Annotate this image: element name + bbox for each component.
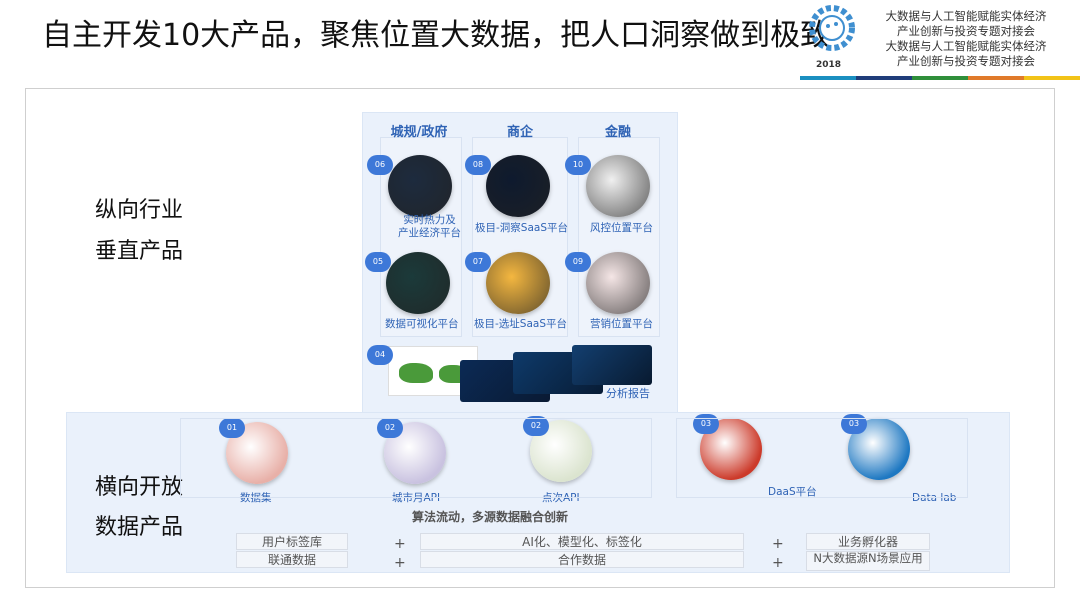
row-cell: AI化、模型化、标签化 bbox=[420, 533, 744, 550]
product-caption: 分析报告 bbox=[606, 387, 650, 400]
product-thumbnail[interactable] bbox=[486, 252, 550, 314]
plus-sign: + bbox=[772, 555, 784, 571]
product-thumbnail[interactable] bbox=[486, 155, 550, 217]
row-cell: 联通数据 bbox=[236, 551, 348, 568]
page-title: 自主开发10大产品，聚焦位置大数据，把人口洞察做到极致 bbox=[42, 18, 831, 53]
number-badge: 02 bbox=[377, 418, 403, 438]
product-caption: 数据可视化平台 bbox=[385, 318, 459, 330]
product-caption: Data lab bbox=[912, 492, 957, 504]
product-caption: 城市月API bbox=[392, 492, 441, 504]
product-caption: 营销位置平台 bbox=[590, 318, 653, 330]
product-thumbnail[interactable] bbox=[386, 252, 450, 314]
header-line: 产业创新与投资专题对接会 bbox=[897, 54, 1035, 68]
header-line: 大数据与人工智能赋能实体经济 bbox=[885, 9, 1047, 23]
headline: 算法流动，多源数据融合创新 bbox=[411, 510, 568, 524]
horizontal-label: 横向开放 bbox=[95, 475, 184, 500]
product-thumbnail[interactable] bbox=[586, 252, 650, 314]
header-line: 大数据与人工智能赋能实体经济 bbox=[885, 39, 1047, 53]
number-badge: 03 bbox=[841, 414, 867, 434]
number-badge: 07 bbox=[465, 252, 491, 272]
product-caption: DaaS平台 bbox=[768, 486, 817, 498]
vertical-label: 垂直产品 bbox=[95, 239, 184, 264]
plus-sign: + bbox=[394, 536, 406, 552]
product-thumbnail[interactable] bbox=[388, 155, 452, 217]
product-caption: 点次API bbox=[542, 492, 580, 504]
column-header: 商企 bbox=[506, 125, 533, 140]
number-badge: 10 bbox=[565, 155, 591, 175]
number-badge: 05 bbox=[365, 252, 391, 272]
number-badge: 04 bbox=[367, 345, 393, 365]
conference-logo: 2018 bbox=[802, 2, 862, 76]
row-cell: N大数据源N场景应用 bbox=[806, 551, 930, 571]
number-badge: 08 bbox=[465, 155, 491, 175]
logo-year: 2018 bbox=[816, 60, 842, 70]
section-box bbox=[676, 418, 968, 498]
horizontal-label: 数据产品 bbox=[95, 515, 184, 540]
plus-sign: + bbox=[394, 555, 406, 571]
row-cell: 合作数据 bbox=[420, 551, 744, 568]
header-line: 产业创新与投资专题对接会 bbox=[897, 24, 1035, 38]
row-cell: 业务孵化器 bbox=[806, 533, 930, 550]
product-caption: 数据集 bbox=[240, 492, 272, 504]
product-caption: 风控位置平台 bbox=[590, 222, 653, 234]
number-badge: 03 bbox=[693, 414, 719, 434]
color-bar bbox=[800, 76, 1080, 80]
product-thumbnail[interactable] bbox=[586, 155, 650, 217]
column-header: 金融 bbox=[604, 125, 631, 140]
section-box bbox=[180, 418, 652, 498]
number-badge: 01 bbox=[219, 418, 245, 438]
product-caption: 实时热力及 产业经济平台 bbox=[398, 214, 461, 239]
number-badge: 06 bbox=[367, 155, 393, 175]
vertical-label: 纵向行业 bbox=[95, 198, 184, 223]
plus-sign: + bbox=[772, 536, 784, 552]
content-frame bbox=[25, 88, 1055, 588]
number-badge: 02 bbox=[523, 416, 549, 436]
product-caption: 极目-选址SaaS平台 bbox=[474, 318, 567, 330]
row-cell: 用户标签库 bbox=[236, 533, 348, 550]
product-caption: 极目-洞察SaaS平台 bbox=[475, 222, 568, 234]
column-header: 城规/政府 bbox=[390, 125, 448, 140]
number-badge: 09 bbox=[565, 252, 591, 272]
report-thumbnail[interactable] bbox=[572, 345, 652, 385]
